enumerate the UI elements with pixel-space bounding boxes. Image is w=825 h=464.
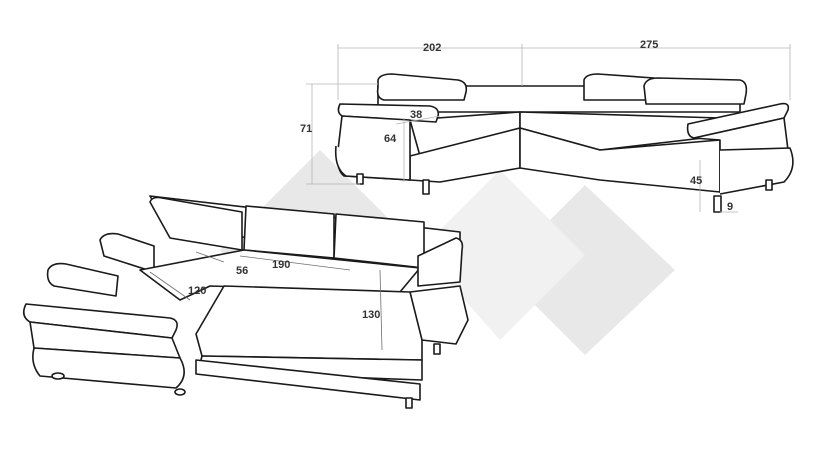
dim-label-64: 64 (384, 133, 397, 145)
dim-label-120: 120 (188, 285, 206, 297)
bed-leg-2 (174, 388, 186, 396)
bed-leg-4 (405, 397, 413, 409)
dim-label-130: 130 (362, 309, 380, 321)
headrest-left (376, 73, 468, 101)
bed-mattress (195, 285, 423, 361)
bed-frame (195, 359, 421, 401)
dim-label-202: 202 (423, 42, 441, 54)
bed-armrest-base (32, 347, 185, 389)
dim-label-9: 9 (727, 201, 733, 213)
bed-armrest-top (22, 303, 178, 339)
dim-label-275: 275 (640, 39, 658, 51)
back-cushion-2 (243, 205, 335, 259)
armrest-left-top (337, 103, 440, 123)
dim-label-71: 71 (300, 123, 312, 135)
bed-dimension-lines (149, 251, 383, 351)
bed-headrest-1 (99, 232, 155, 273)
sofa-bed-view (22, 195, 469, 409)
headrest-right (643, 77, 748, 105)
leg-3 (713, 195, 722, 213)
leg-1 (356, 173, 364, 185)
chaise-right-back (417, 237, 464, 287)
bed-leg-1 (51, 372, 65, 380)
dim-label-56: 56 (236, 265, 248, 277)
armrest-right-top (686, 102, 790, 139)
corner-sofa-view (334, 73, 794, 213)
leg-4 (765, 179, 773, 191)
chaise-right (409, 285, 469, 345)
bed-leg-3 (433, 343, 441, 355)
armrest-left-base (334, 145, 411, 181)
leg-2 (422, 179, 430, 195)
dim-label-190: 190 (272, 259, 290, 271)
bed-headrest-2 (46, 262, 119, 297)
dim-label-45: 45 (690, 175, 702, 187)
dimension-lines (306, 44, 791, 213)
armrest-right-base (719, 147, 794, 195)
seat-right (519, 111, 721, 151)
dim-label-38: 38 (410, 109, 422, 121)
back-cushion-1 (149, 196, 243, 251)
